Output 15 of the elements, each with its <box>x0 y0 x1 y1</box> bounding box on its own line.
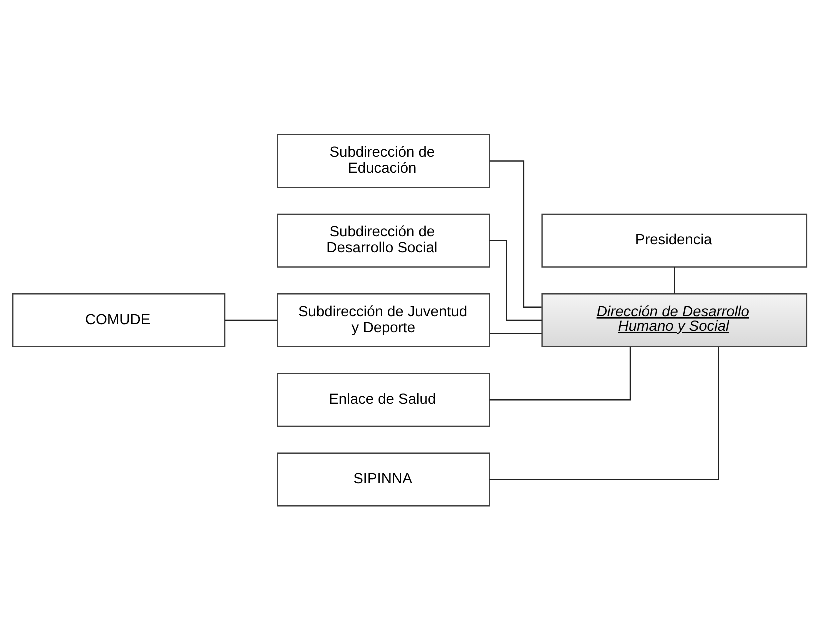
connector <box>490 347 720 480</box>
node-box: Subdirección de Desarrollo Social <box>277 214 490 268</box>
connector <box>674 267 676 294</box>
node-box: Dirección de Desarrollo Humano y Social <box>542 294 808 348</box>
connector <box>490 347 632 401</box>
node-box: Subdirección de Educación <box>277 134 490 188</box>
node-box: Subdirección de Juventud y Deporte <box>277 294 490 348</box>
node-box: Presidencia <box>542 214 808 268</box>
connector <box>490 333 542 334</box>
node-box: Enlace de Salud <box>277 373 490 428</box>
node-box: SIPINNA <box>277 452 490 507</box>
connector <box>490 240 542 322</box>
connector <box>225 320 278 322</box>
node-box: COMUDE <box>12 294 226 348</box>
connector <box>490 160 542 308</box>
